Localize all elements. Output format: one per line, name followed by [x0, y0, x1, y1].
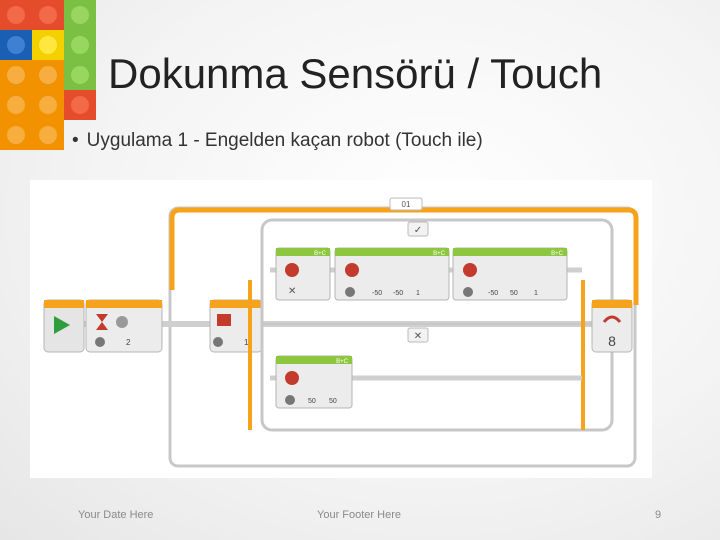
block2-value-2: -50: [393, 290, 403, 297]
page-number: 9: [655, 509, 662, 521]
move-block-4-label: B+C: [336, 359, 349, 365]
motor-icon: [285, 263, 299, 277]
ev3-program-screenshot: 01 2 1 ✓ ✕ B+C ✕: [30, 180, 652, 478]
move-block-3-label: B+C: [551, 251, 564, 257]
loop-label: 01: [402, 200, 411, 209]
block4-value-1: 50: [308, 398, 316, 405]
case-true-label: ✓: [414, 225, 422, 236]
bullet-item: • Uygulama 1 - Engelden kaçan robot (Touc…: [72, 130, 483, 152]
footer-date: Your Date Here: [78, 509, 154, 521]
cross-icon: ✕: [288, 286, 296, 297]
steering-dial-icon: [285, 395, 295, 405]
block4-value-2: 50: [329, 398, 337, 405]
motor-icon: [285, 371, 299, 385]
motor-icon: [463, 263, 477, 277]
move-block-2-label: B+C: [433, 251, 446, 257]
block3-value-1: -50: [488, 290, 498, 297]
block3-value-2: 50: [510, 290, 518, 297]
play-icon: [54, 316, 70, 334]
loop-end-label: 8: [608, 333, 616, 349]
slide-title: Dokunma Sensörü / Touch: [108, 50, 603, 97]
motor-icon: [345, 263, 359, 277]
touch-sensor-icon: [116, 316, 128, 328]
loop-arrow-icon: [602, 315, 622, 323]
block3-value-3: 1: [534, 290, 538, 297]
touch-wait-value: 2: [126, 338, 131, 347]
hourglass-icon: [96, 314, 108, 330]
lego-bricks-decoration: [0, 0, 96, 150]
bullet-text: Uygulama 1 - Engelden kaçan robot (Touch…: [86, 130, 483, 151]
steering-dial-icon: [345, 287, 355, 297]
move-block-1-label: B+C: [314, 251, 327, 257]
bullet-dot-icon: •: [72, 130, 79, 151]
block2-value-1: -50: [372, 290, 382, 297]
ev3-program-canvas: 01 2 1 ✓ ✕ B+C ✕: [43, 197, 639, 468]
block2-value-3: 1: [416, 290, 420, 297]
steering-dial-icon: [463, 287, 473, 297]
footer-text: Your Footer Here: [317, 509, 401, 521]
switch-mode-value: 1: [244, 338, 249, 347]
loop-header-tab: [389, 197, 423, 211]
case-false-label: ✕: [414, 331, 422, 342]
switch-sensor-icon: [217, 314, 231, 326]
